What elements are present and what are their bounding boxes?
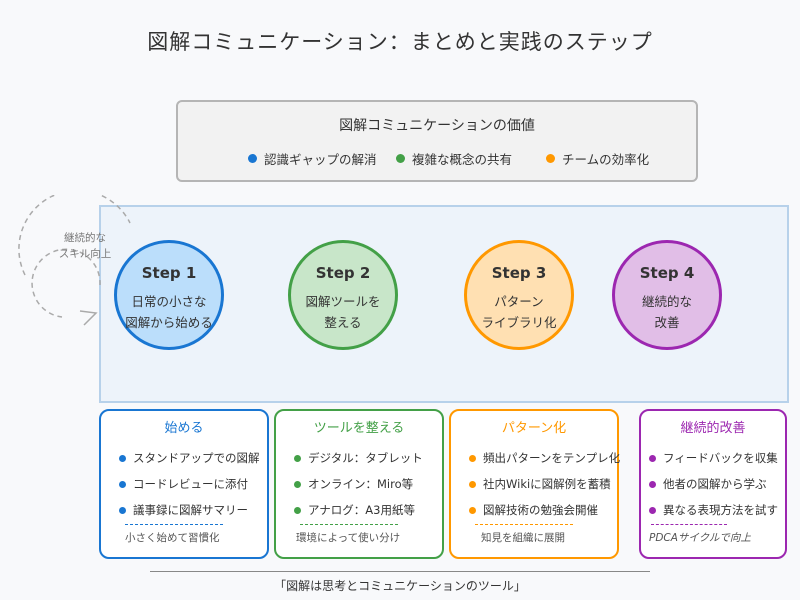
value-item-efficiency: チームの効率化 [546,149,649,168]
card-note: 環境によって使い分け [296,532,401,544]
value-item-share: 複雑な概念の共有 [396,149,512,168]
list-item: アナログ：A3用紙等 [294,497,423,523]
card-tools: ツールを整える デジタル：タブレット オンライン：Miro等 アナログ：A3用紙… [274,409,444,559]
list-item: コードレビューに添付 [119,471,260,497]
value-item-label: 認識ギャップの解消 [264,152,377,167]
bullet-dot-icon [469,454,476,462]
card-title: パターン化 [501,421,567,436]
bullet-dot-icon [294,506,301,514]
value-box: 図解コミュニケーションの価値 認識ギャップの解消 複雑な概念の共有 チームの効率… [176,100,698,182]
step-description: 継続的な改善 [641,294,692,330]
step-4-circle: Step 4 継続的な改善 [612,240,722,350]
step-1-circle: Step 1 日常の小さな図解から始める [114,240,224,350]
step-description: パターンライブラリ化 [481,294,557,330]
value-item-label: 複雑な概念の共有 [412,152,513,167]
step-description: 図解ツールを整える [305,294,381,330]
step-3-circle: Step 3 パターンライブラリ化 [464,240,574,350]
page-title: 図解コミュニケーション：まとめと実践のステップ [147,30,653,54]
card-divider [300,524,398,525]
card-list: デジタル：タブレット オンライン：Miro等 アナログ：A3用紙等 [294,445,423,523]
card-note: 小さく始めて習慣化 [125,532,220,544]
bottom-divider [150,571,650,572]
card-patterns: パターン化 頻出パターンをテンプレ化 社内Wikiに図解例を蓄積 図解技術の勉強… [449,409,620,559]
card-start: 始める スタンドアップでの図解 コードレビューに添付 議事録に図解サマリー 小さ… [99,409,269,559]
step-2-circle: Step 2 図解ツールを整える [288,240,398,350]
list-item: スタンドアップでの図解 [119,445,260,471]
list-item: オンライン：Miro等 [294,471,423,497]
card-list: フィードバックを収集 他者の図解から学ぶ 異なる表現方法を試す [649,445,778,523]
list-item: 他者の図解から学ぶ [649,471,778,497]
card-improve: 継続的改善 フィードバックを収集 他者の図解から学ぶ 異なる表現方法を試す PD… [639,409,787,559]
cycle-label: 継続的な スキル向上 [40,230,130,262]
bullet-dot-icon [649,506,656,514]
bullet-dot-icon [469,506,476,514]
card-note: PDCAサイクルで向上 [649,532,751,544]
bullet-dot-icon [469,480,476,488]
list-item: デジタル：タブレット [294,445,423,471]
card-divider [475,524,573,525]
step-label: Step 4 [639,264,695,282]
card-divider [651,524,727,525]
list-item: 異なる表現方法を試す [649,497,778,523]
cycle-arrows-icon [18,195,131,326]
card-list: スタンドアップでの図解 コードレビューに添付 議事録に図解サマリー [119,445,260,523]
card-list: 頻出パターンをテンプレ化 社内Wikiに図解例を蓄積 図解技術の勉強会開催 [469,445,620,523]
bullet-dot-icon [248,154,257,163]
card-title: ツールを整える [313,421,405,436]
cycle-label-line: スキル向上 [58,248,112,260]
step-label: Step 2 [315,264,371,282]
bullet-dot-icon [119,506,126,514]
bullet-dot-icon [294,480,301,488]
value-item-gap: 認識ギャップの解消 [248,149,377,168]
card-divider [125,524,223,525]
value-box-title: 図解コミュニケーションの価値 [339,118,535,134]
card-title: 始める [164,421,204,436]
list-item: 図解技術の勉強会開催 [469,497,620,523]
list-item: 社内Wikiに図解例を蓄積 [469,471,620,497]
bullet-dot-icon [294,454,301,462]
step-label: Step 1 [141,264,197,282]
step-description: 日常の小さな図解から始める [125,294,213,330]
bullet-dot-icon [546,154,555,163]
bullet-dot-icon [649,454,656,462]
bottom-caption: 「図解は思考とコミュニケーションのツール」 [274,579,526,593]
list-item: フィードバックを収集 [649,445,778,471]
step-label: Step 3 [491,264,547,282]
bullet-dot-icon [119,480,126,488]
list-item: 頻出パターンをテンプレ化 [469,445,620,471]
bullet-dot-icon [396,154,405,163]
cycle-label-line: 継続的な [64,232,106,244]
card-note: 知見を組織に展開 [481,532,565,544]
bullet-dot-icon [119,454,126,462]
list-item: 議事録に図解サマリー [119,497,260,523]
bullet-dot-icon [649,480,656,488]
value-item-label: チームの効率化 [562,152,650,167]
card-title: 継続的改善 [680,421,746,436]
